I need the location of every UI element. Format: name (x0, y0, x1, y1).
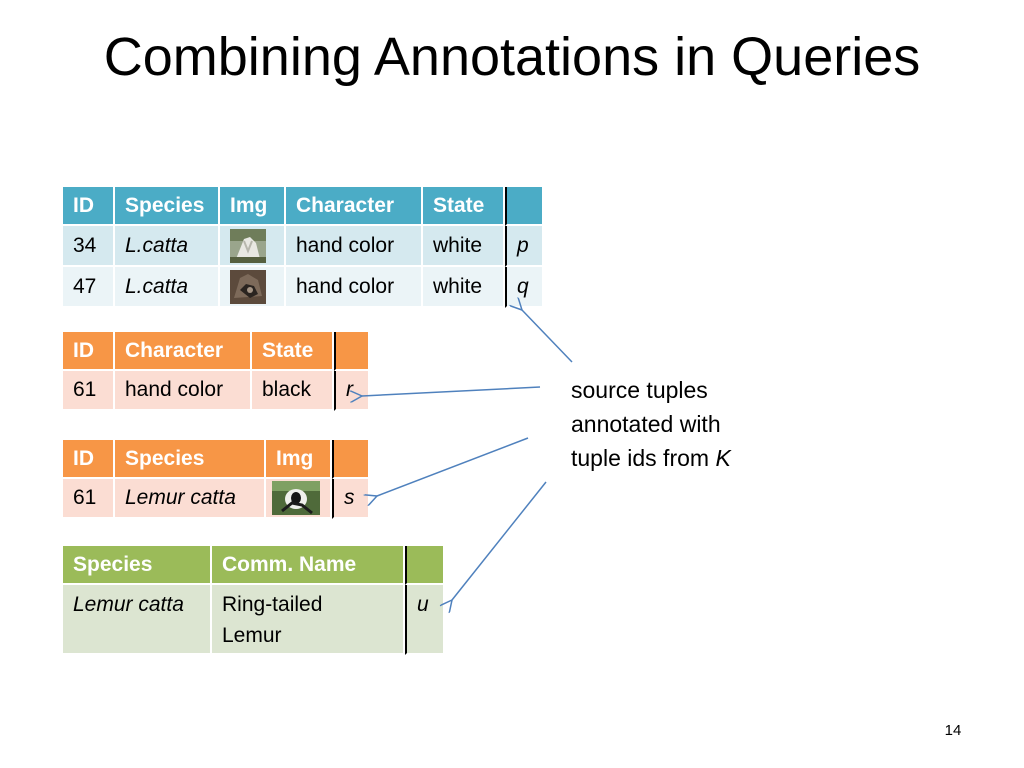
cell-annotation: p (505, 226, 542, 267)
header-img: Img (220, 187, 286, 226)
header-annotation (405, 546, 443, 585)
table-row: 34 L.catta hand color white p (63, 226, 542, 267)
cell-species: L.catta (115, 226, 220, 267)
cell-species: Lemur catta (63, 585, 212, 655)
page-number: 14 (944, 722, 962, 739)
cell-id: 61 (63, 371, 115, 411)
cell-comm-name: Ring-tailed Lemur (212, 585, 405, 655)
header-species: Species (63, 546, 212, 585)
cell-state: black (252, 371, 334, 411)
caption-line-3: tuple ids from K (571, 441, 811, 475)
cell-annotation: s (332, 479, 368, 519)
header-img: Img (266, 440, 332, 479)
table-header-row: ID Species Img (63, 440, 368, 479)
lemur-photo-icon (272, 481, 320, 515)
slide-title: Combining Annotations in Queries (103, 27, 921, 87)
caption-line-3-text: tuple ids from (571, 445, 716, 471)
cell-id: 61 (63, 479, 115, 519)
header-species: Species (115, 187, 220, 226)
header-species: Species (115, 440, 266, 479)
header-character: Character (286, 187, 423, 226)
caption-line-1: source tuples (571, 377, 708, 403)
caption-variable-k: K (715, 445, 731, 471)
header-state: State (252, 332, 334, 371)
arrow-to-table2 (362, 386, 541, 396)
header-annotation (505, 187, 542, 226)
table-header-row: ID Character State (63, 332, 368, 371)
header-comm-name: Comm. Name (212, 546, 405, 585)
cell-state: white (423, 267, 505, 308)
header-annotation (334, 332, 368, 371)
cell-img (220, 267, 286, 308)
header-state: State (423, 187, 505, 226)
header-id: ID (63, 187, 115, 226)
table-header-row: Species Comm. Name (63, 546, 443, 585)
cell-character: hand color (115, 371, 252, 411)
cell-character: hand color (286, 267, 423, 308)
caption-line-2: annotated with (571, 411, 721, 437)
cell-species: L.catta (115, 267, 220, 308)
arrow-to-table3 (377, 437, 529, 496)
header-id: ID (63, 440, 115, 479)
cell-annotation: u (405, 585, 443, 655)
header-annotation (332, 440, 368, 479)
cell-state: white (423, 226, 505, 267)
cell-species: Lemur catta (115, 479, 266, 519)
cell-character: hand color (286, 226, 423, 267)
table-species-img: ID Species Img 61 Lemur catta s (63, 440, 368, 519)
cell-id: 47 (63, 267, 115, 308)
cell-img (220, 226, 286, 267)
lemur-hand-photo-icon (230, 228, 266, 263)
lemur-hand-photo-icon (230, 269, 266, 304)
arrow-caption: source tuples annotated with tuple ids f… (571, 373, 811, 475)
arrow-to-table4 (452, 481, 547, 600)
table-header-row: ID Species Img Character State (63, 187, 542, 226)
cell-img (266, 479, 332, 519)
header-id: ID (63, 332, 115, 371)
cell-id: 34 (63, 226, 115, 267)
table-row: 61 Lemur catta s (63, 479, 368, 519)
table-common-name: Species Comm. Name Lemur catta Ring-tail… (63, 546, 443, 655)
comm-name-line-2: Lemur (222, 624, 282, 647)
table-row: Lemur catta Ring-tailed Lemur u (63, 585, 443, 655)
arrow-to-table1 (522, 310, 573, 363)
comm-name-line-1: Ring-tailed (222, 593, 323, 616)
header-character: Character (115, 332, 252, 371)
